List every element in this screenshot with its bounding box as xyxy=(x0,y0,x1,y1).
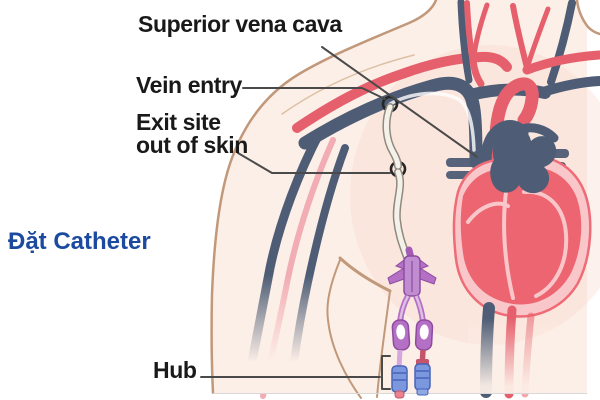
subclavian-vein-svc xyxy=(298,76,483,169)
leader-exit-site xyxy=(237,152,391,174)
leader-lines xyxy=(200,46,478,390)
armpit-fold xyxy=(338,256,392,293)
aortic-arch xyxy=(489,77,539,177)
label-exit-site-line2: out of skin xyxy=(136,132,248,158)
hub-device xyxy=(387,246,437,399)
label-superior-vena-cava: Superior vena cava xyxy=(138,11,342,37)
label-exit-site: Exit site out of skin xyxy=(136,111,248,157)
catheter-tube xyxy=(382,103,413,268)
luer-connector-right xyxy=(414,359,431,396)
label-exit-site-line1: Exit site xyxy=(136,109,221,135)
arm-vessels xyxy=(216,127,356,399)
subclavian-vessels xyxy=(292,51,512,169)
page-title: Đặt Catheter xyxy=(8,228,151,255)
subclavian-artery xyxy=(292,51,512,133)
catheter-in-vein xyxy=(388,91,476,152)
leader-superior-vena-cava xyxy=(321,46,478,158)
clamp-left xyxy=(391,319,411,351)
label-hub: Hub xyxy=(153,357,197,383)
leader-vein-entry xyxy=(242,87,386,100)
clamp-right xyxy=(414,319,434,351)
heart-valves xyxy=(490,128,557,194)
luer-connector-left xyxy=(391,365,408,399)
descending-vessels xyxy=(468,302,586,399)
label-vein-entry: Vein entry xyxy=(136,72,242,98)
heart xyxy=(452,128,592,318)
hub-bracket xyxy=(381,355,391,390)
great-vessels xyxy=(480,77,559,178)
